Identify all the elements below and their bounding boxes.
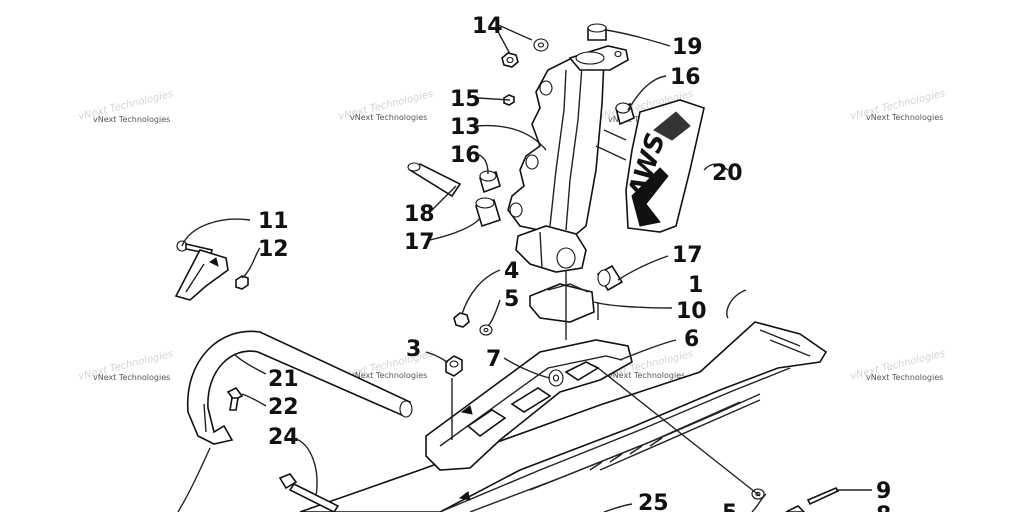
callout-24: 24 — [268, 425, 299, 450]
svg-text:vNext Technologies: vNext Technologies — [93, 115, 170, 124]
callout-11: 11 — [258, 209, 289, 234]
bolt-24 — [278, 473, 340, 512]
washer-7 — [548, 369, 564, 387]
svg-text:vNext Technologies: vNext Technologies — [866, 373, 943, 382]
callout-19: 19 — [672, 35, 703, 60]
wear-block-10 — [529, 283, 595, 323]
ski-ribs — [589, 437, 663, 471]
callout-12: 12 — [258, 237, 289, 262]
leader-lines — [177, 23, 872, 512]
spindle — [507, 57, 605, 237]
svg-text:vNext Technologies: vNext Technologies — [350, 371, 427, 380]
callout-17: 17 — [404, 230, 435, 255]
bushing-17-left — [475, 197, 501, 228]
callout-9: 9 — [876, 479, 891, 504]
callout-10: 10 — [676, 299, 707, 324]
watermark: vNext Technologies vNext Technologies — [77, 349, 174, 383]
callout-3: 3 — [406, 337, 421, 362]
callout-18: 18 — [404, 202, 435, 227]
bushing-17-right — [596, 264, 624, 292]
callout-14: 14 — [472, 14, 503, 39]
callout-4: 4 — [504, 259, 519, 284]
callout-17: 17 — [672, 243, 703, 268]
watermark: vNext Technologies vNext Technologies — [77, 89, 174, 124]
bushing-16-lower — [479, 170, 501, 194]
callout-20: 20 — [712, 161, 743, 186]
nut-12 — [235, 275, 249, 290]
ski-body — [299, 321, 828, 512]
ski-loop-handle-21 — [187, 330, 413, 445]
nut-4 — [453, 312, 470, 328]
watermark: vNext Technologies vNext Technologies — [337, 89, 434, 123]
callout-25: 25 — [638, 491, 669, 512]
pin-9 — [806, 487, 840, 506]
callout-15: 15 — [450, 87, 481, 112]
washer-5-upper — [479, 324, 493, 336]
bolt-8 — [785, 505, 806, 512]
callout-6: 6 — [684, 327, 699, 352]
callout-8: 8 — [876, 503, 891, 512]
nut-14 — [501, 52, 519, 68]
watermarks: vNext Technologies vNext Technologies vN… — [77, 88, 946, 383]
callout-16: 16 — [670, 65, 701, 90]
svg-text:vNext Technologies: vNext Technologies — [608, 371, 685, 380]
spindle-clamp — [515, 225, 587, 273]
callout-5: 5 — [722, 501, 737, 512]
bolt-22 — [226, 386, 244, 411]
tube-18 — [407, 162, 462, 198]
callout-16: 16 — [450, 143, 481, 168]
watermark: vNext Technologies vNext Technologies — [849, 348, 946, 382]
svg-text:vNext Technologies: vNext Technologies — [866, 113, 943, 122]
callout-21: 21 — [268, 367, 299, 392]
callout-7: 7 — [486, 347, 501, 372]
washer-14 — [533, 38, 549, 52]
callout-numbers: 14 19 16 15 13 16 20 18 17 11 12 17 4 1 … — [258, 14, 891, 512]
svg-text:vNext Technologies: vNext Technologies — [93, 373, 170, 382]
bushing-16-upper — [615, 102, 635, 126]
callout-5: 5 — [504, 287, 519, 312]
ski-saddle — [425, 339, 633, 501]
callout-22: 22 — [268, 395, 299, 420]
callout-1: 1 — [688, 273, 703, 298]
spindle-cap — [568, 23, 629, 71]
watermark: vNext Technologies vNext Technologies — [849, 88, 946, 122]
nut-3 — [445, 355, 463, 377]
bracket-12 — [174, 249, 229, 301]
svg-text:vNext Technologies: vNext Technologies — [350, 113, 427, 122]
spindle-decal-guard: AWS — [622, 99, 705, 233]
callout-13: 13 — [450, 115, 481, 140]
